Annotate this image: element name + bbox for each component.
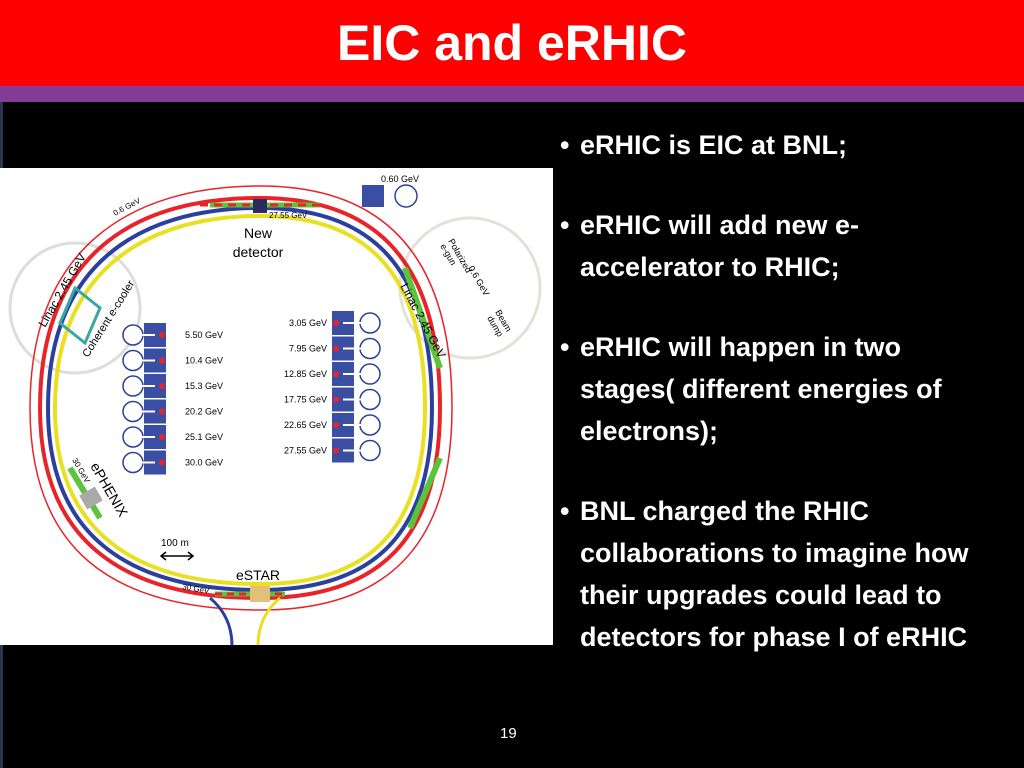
bullet-dot: •	[560, 210, 570, 240]
arc-magnet	[332, 438, 381, 463]
arc-energy-label: 27.55 GeV	[284, 446, 327, 456]
erhic-diagram: 5.50 GeV 10.4 GeV 15.3 GeV 20.2 GeV 25.1 GeV…	[0, 168, 553, 647]
arc-magnet	[332, 336, 381, 361]
injector-magnet-icon	[362, 184, 418, 208]
scale-arrow-icon	[159, 551, 195, 561]
arc-magnet	[122, 450, 166, 475]
arc-magnet	[332, 362, 381, 386]
bullet-text: eRHIC will add new e-accelerator to RHIC…	[580, 210, 860, 282]
slide-title: EIC and eRHIC	[336, 15, 688, 71]
title-divider	[0, 86, 1024, 102]
left-arc-magnets: 5.50 GeV 10.4 GeV 15.3 GeV 20.2 GeV 25.1 GeV…	[122, 323, 223, 475]
arc-magnet	[332, 413, 381, 437]
arc-magnet	[332, 387, 381, 412]
estar-detector-icon	[250, 586, 270, 602]
gun-energy-label: 0.6 GeV	[466, 264, 491, 298]
bullet-item: • BNL charged the RHIC collaborations to …	[558, 490, 998, 658]
bullet-text: BNL charged the RHIC collaborations to i…	[580, 496, 969, 652]
arc-magnet	[122, 348, 166, 373]
bullet-item: • eRHIC will add new e-accelerator to RHI…	[558, 204, 998, 288]
arc-magnet	[122, 399, 166, 424]
page-number: 19	[500, 725, 517, 742]
bullet-text: eRHIC will happen in two stages( differe…	[580, 332, 942, 446]
bullet-dot: •	[560, 496, 570, 526]
right-arc-magnets: 3.05 GeV 7.95 GeV 12.85 GeV 17.75 GeV 22.65 …	[284, 311, 381, 463]
bullet-dot: •	[560, 332, 570, 362]
new-detector-label: detector	[233, 244, 284, 260]
ephenix-detector-icon	[79, 486, 103, 510]
title-bar	[0, 0, 1024, 86]
arc-energy-label: 5.50 GeV	[185, 330, 223, 340]
bullet-item: • eRHIC will happen in two stages( differ…	[558, 326, 998, 452]
bullet-list: • eRHIC is EIC at BNL; • eRHIC will add ne…	[558, 124, 998, 696]
arc-energy-label: 10.4 GeV	[185, 356, 223, 366]
top-left-energy-label: 0.6 GeV	[112, 196, 143, 218]
new-detector-label: New	[244, 225, 273, 241]
top-energy-label: 27.55 GeV	[269, 211, 308, 220]
arc-magnet	[122, 374, 166, 398]
arc-energy-label: 3.05 GeV	[289, 318, 327, 328]
arc-energy-label: 20.2 GeV	[185, 407, 223, 417]
arc-energy-label: 15.3 GeV	[185, 381, 223, 391]
estar-label: eSTAR	[236, 567, 280, 583]
scale-label: 100 m	[161, 538, 189, 549]
injector-energy-label: 0.60 GeV	[381, 174, 419, 184]
arc-energy-label: 7.95 GeV	[289, 344, 327, 354]
arc-energy-label: 17.75 GeV	[284, 395, 327, 405]
bullet-item: • eRHIC is EIC at BNL;	[558, 124, 998, 166]
arc-energy-label: 30.0 GeV	[185, 458, 223, 468]
bullet-text: eRHIC is EIC at BNL;	[580, 130, 848, 160]
arc-energy-label: 12.85 GeV	[284, 369, 327, 379]
arc-magnet	[332, 311, 381, 335]
arc-magnet	[122, 323, 166, 347]
arc-energy-label: 22.65 GeV	[284, 420, 327, 430]
arc-energy-label: 25.1 GeV	[185, 432, 223, 442]
arc-magnet	[122, 425, 166, 449]
bullet-dot: •	[560, 130, 570, 160]
new-detector-icon	[253, 199, 267, 213]
